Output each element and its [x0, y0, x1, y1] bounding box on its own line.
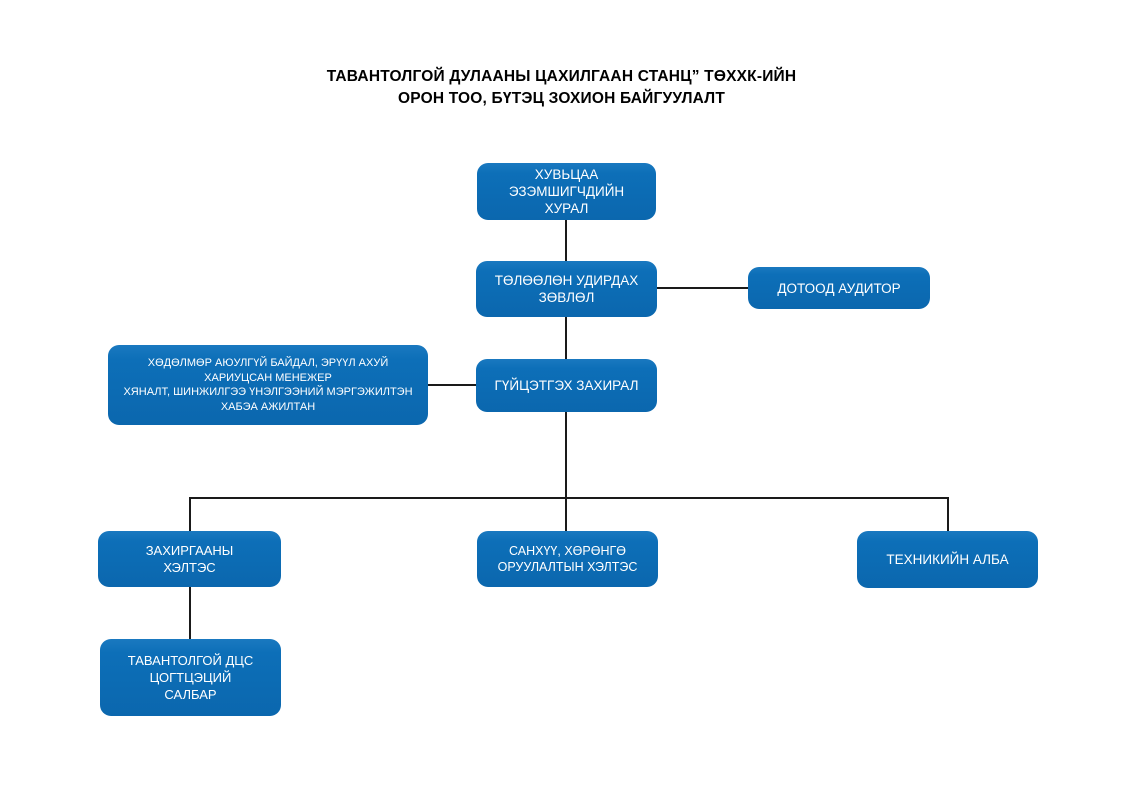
- connector-drop-finance: [565, 497, 567, 531]
- org-node-finance-investment-department: САНХҮҮ, ХӨРӨНГӨ ОРУУЛАЛТЫН ХЭЛТЭС: [477, 531, 658, 587]
- connector-distribution-bar: [189, 497, 948, 499]
- connector-board-executive: [565, 316, 567, 359]
- page-title-line2: ОРОН ТОО, БҮТЭЦ ЗОХИОН БАЙГУУЛАЛТ: [397, 90, 725, 107]
- connector-shareholders-board: [565, 219, 567, 261]
- connector-hse-executive: [428, 384, 476, 386]
- page-title-line1: ТАВАНТОЛГОЙ ДУЛААНЫ ЦАХИЛГААН СТАНЦ” ТӨХ…: [326, 68, 797, 85]
- org-node-executive-director: ГҮЙЦЭТГЭХ ЗАХИРАЛ: [476, 359, 657, 412]
- org-node-board-of-directors: ТӨЛӨӨЛӨН УДИРДАХ ЗӨВЛӨЛ: [476, 261, 657, 317]
- org-node-administration-department: ЗАХИРГААНЫ ХЭЛТЭС: [98, 531, 281, 587]
- page-title: ТАВАНТОЛГОЙ ДУЛААНЫ ЦАХИЛГААН СТАНЦ” ТӨХ…: [0, 66, 1123, 110]
- org-node-hse-staff: ХӨДӨЛМӨР АЮУЛГҮЙ БАЙДАЛ, ЭРҮҮЛ АХУЙ ХАРИ…: [108, 345, 428, 425]
- connector-drop-technical: [947, 497, 949, 531]
- connector-administration-branch: [189, 586, 191, 639]
- connector-executive-trunk: [565, 412, 567, 498]
- connector-drop-administration: [189, 497, 191, 531]
- org-node-technical-service: ТЕХНИКИЙН АЛБА: [857, 531, 1038, 588]
- org-node-internal-auditor: ДОТООД АУДИТОР: [748, 267, 930, 309]
- connector-board-auditor: [656, 287, 748, 289]
- org-node-tavantolgoi-branch: ТАВАНТОЛГОЙ ДЦС ЦОГТЦЭЦИЙ САЛБАР: [100, 639, 281, 716]
- org-node-shareholders-meeting: ХУВЬЦАА ЭЗЭМШИГЧДИЙН ХУРАЛ: [477, 163, 656, 220]
